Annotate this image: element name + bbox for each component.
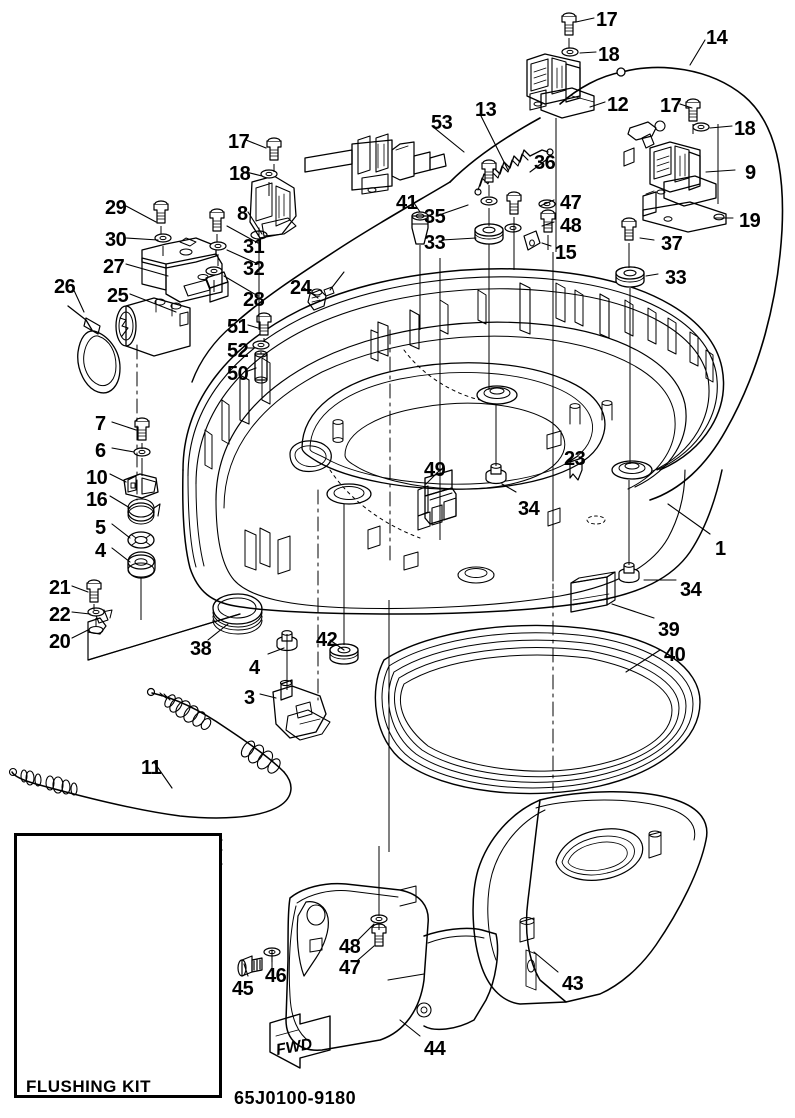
callout-18: 18	[734, 118, 756, 140]
callout-36: 36	[534, 152, 556, 174]
callout-48: 48	[560, 215, 582, 237]
callout-28: 28	[243, 289, 265, 311]
callout-25: 25	[107, 285, 129, 307]
callout-12: 12	[607, 94, 629, 116]
callout-18: 18	[598, 44, 620, 66]
callout-24: 24	[290, 277, 312, 299]
callout-48: 48	[339, 936, 361, 958]
callout-15: 15	[555, 242, 577, 264]
callout-4: 4	[95, 540, 106, 562]
callout-14: 14	[706, 27, 728, 49]
callout-31: 31	[243, 236, 265, 258]
callout-50: 50	[227, 363, 249, 385]
callout-3: 3	[244, 687, 255, 709]
callout-47: 47	[339, 957, 361, 979]
callout-23: 23	[564, 448, 586, 470]
callout-5: 5	[95, 517, 106, 539]
flushing-kit-label: FLUSHING KIT	[26, 1077, 151, 1096]
callout-17: 17	[596, 9, 618, 31]
callout-46: 46	[265, 965, 287, 987]
callout-32: 32	[243, 258, 265, 280]
callout-53: 53	[431, 112, 453, 134]
callout-7: 7	[95, 413, 106, 435]
callout-6: 6	[95, 440, 106, 462]
callout-38: 38	[190, 638, 212, 660]
callout-44: 44	[424, 1038, 446, 1060]
callout-4: 4	[249, 657, 260, 679]
callout-10: 10	[86, 467, 108, 489]
callout-17: 17	[660, 95, 682, 117]
callout-41: 41	[396, 192, 418, 214]
callout-16: 16	[86, 489, 108, 511]
callout-34: 34	[680, 579, 702, 601]
callout-27: 27	[103, 256, 125, 278]
callout-26: 26	[54, 276, 76, 298]
callout-1: 1	[715, 538, 726, 560]
callout-33: 33	[665, 267, 687, 289]
callout-34: 34	[518, 498, 540, 520]
callout-42: 42	[316, 629, 338, 651]
document-number: 65J0100-9180	[234, 1088, 357, 1108]
callout-39: 39	[658, 619, 680, 641]
callout-8: 8	[237, 203, 248, 225]
callout-17: 17	[228, 131, 250, 153]
callout-35: 35	[424, 206, 446, 228]
callout-40: 40	[664, 644, 686, 666]
callout-29: 29	[105, 197, 127, 219]
callout-11: 11	[141, 757, 162, 779]
callout-33: 33	[424, 232, 446, 254]
callout-22: 22	[49, 604, 71, 626]
callout-52: 52	[227, 340, 249, 362]
callout-13: 13	[475, 99, 497, 121]
callout-47: 47	[560, 192, 582, 214]
callout-45: 45	[232, 978, 254, 1000]
callout-19: 19	[739, 210, 761, 232]
callout-21: 21	[49, 577, 71, 599]
callout-37: 37	[661, 233, 683, 255]
callout-30: 30	[105, 229, 127, 251]
callout-18: 18	[229, 163, 251, 185]
callout-49: 49	[424, 459, 446, 481]
callout-43: 43	[562, 973, 584, 995]
flushing-kit-inset-box	[14, 833, 222, 1098]
callout-51: 51	[227, 316, 249, 338]
callout-20: 20	[49, 631, 71, 653]
callout-9: 9	[745, 162, 756, 184]
